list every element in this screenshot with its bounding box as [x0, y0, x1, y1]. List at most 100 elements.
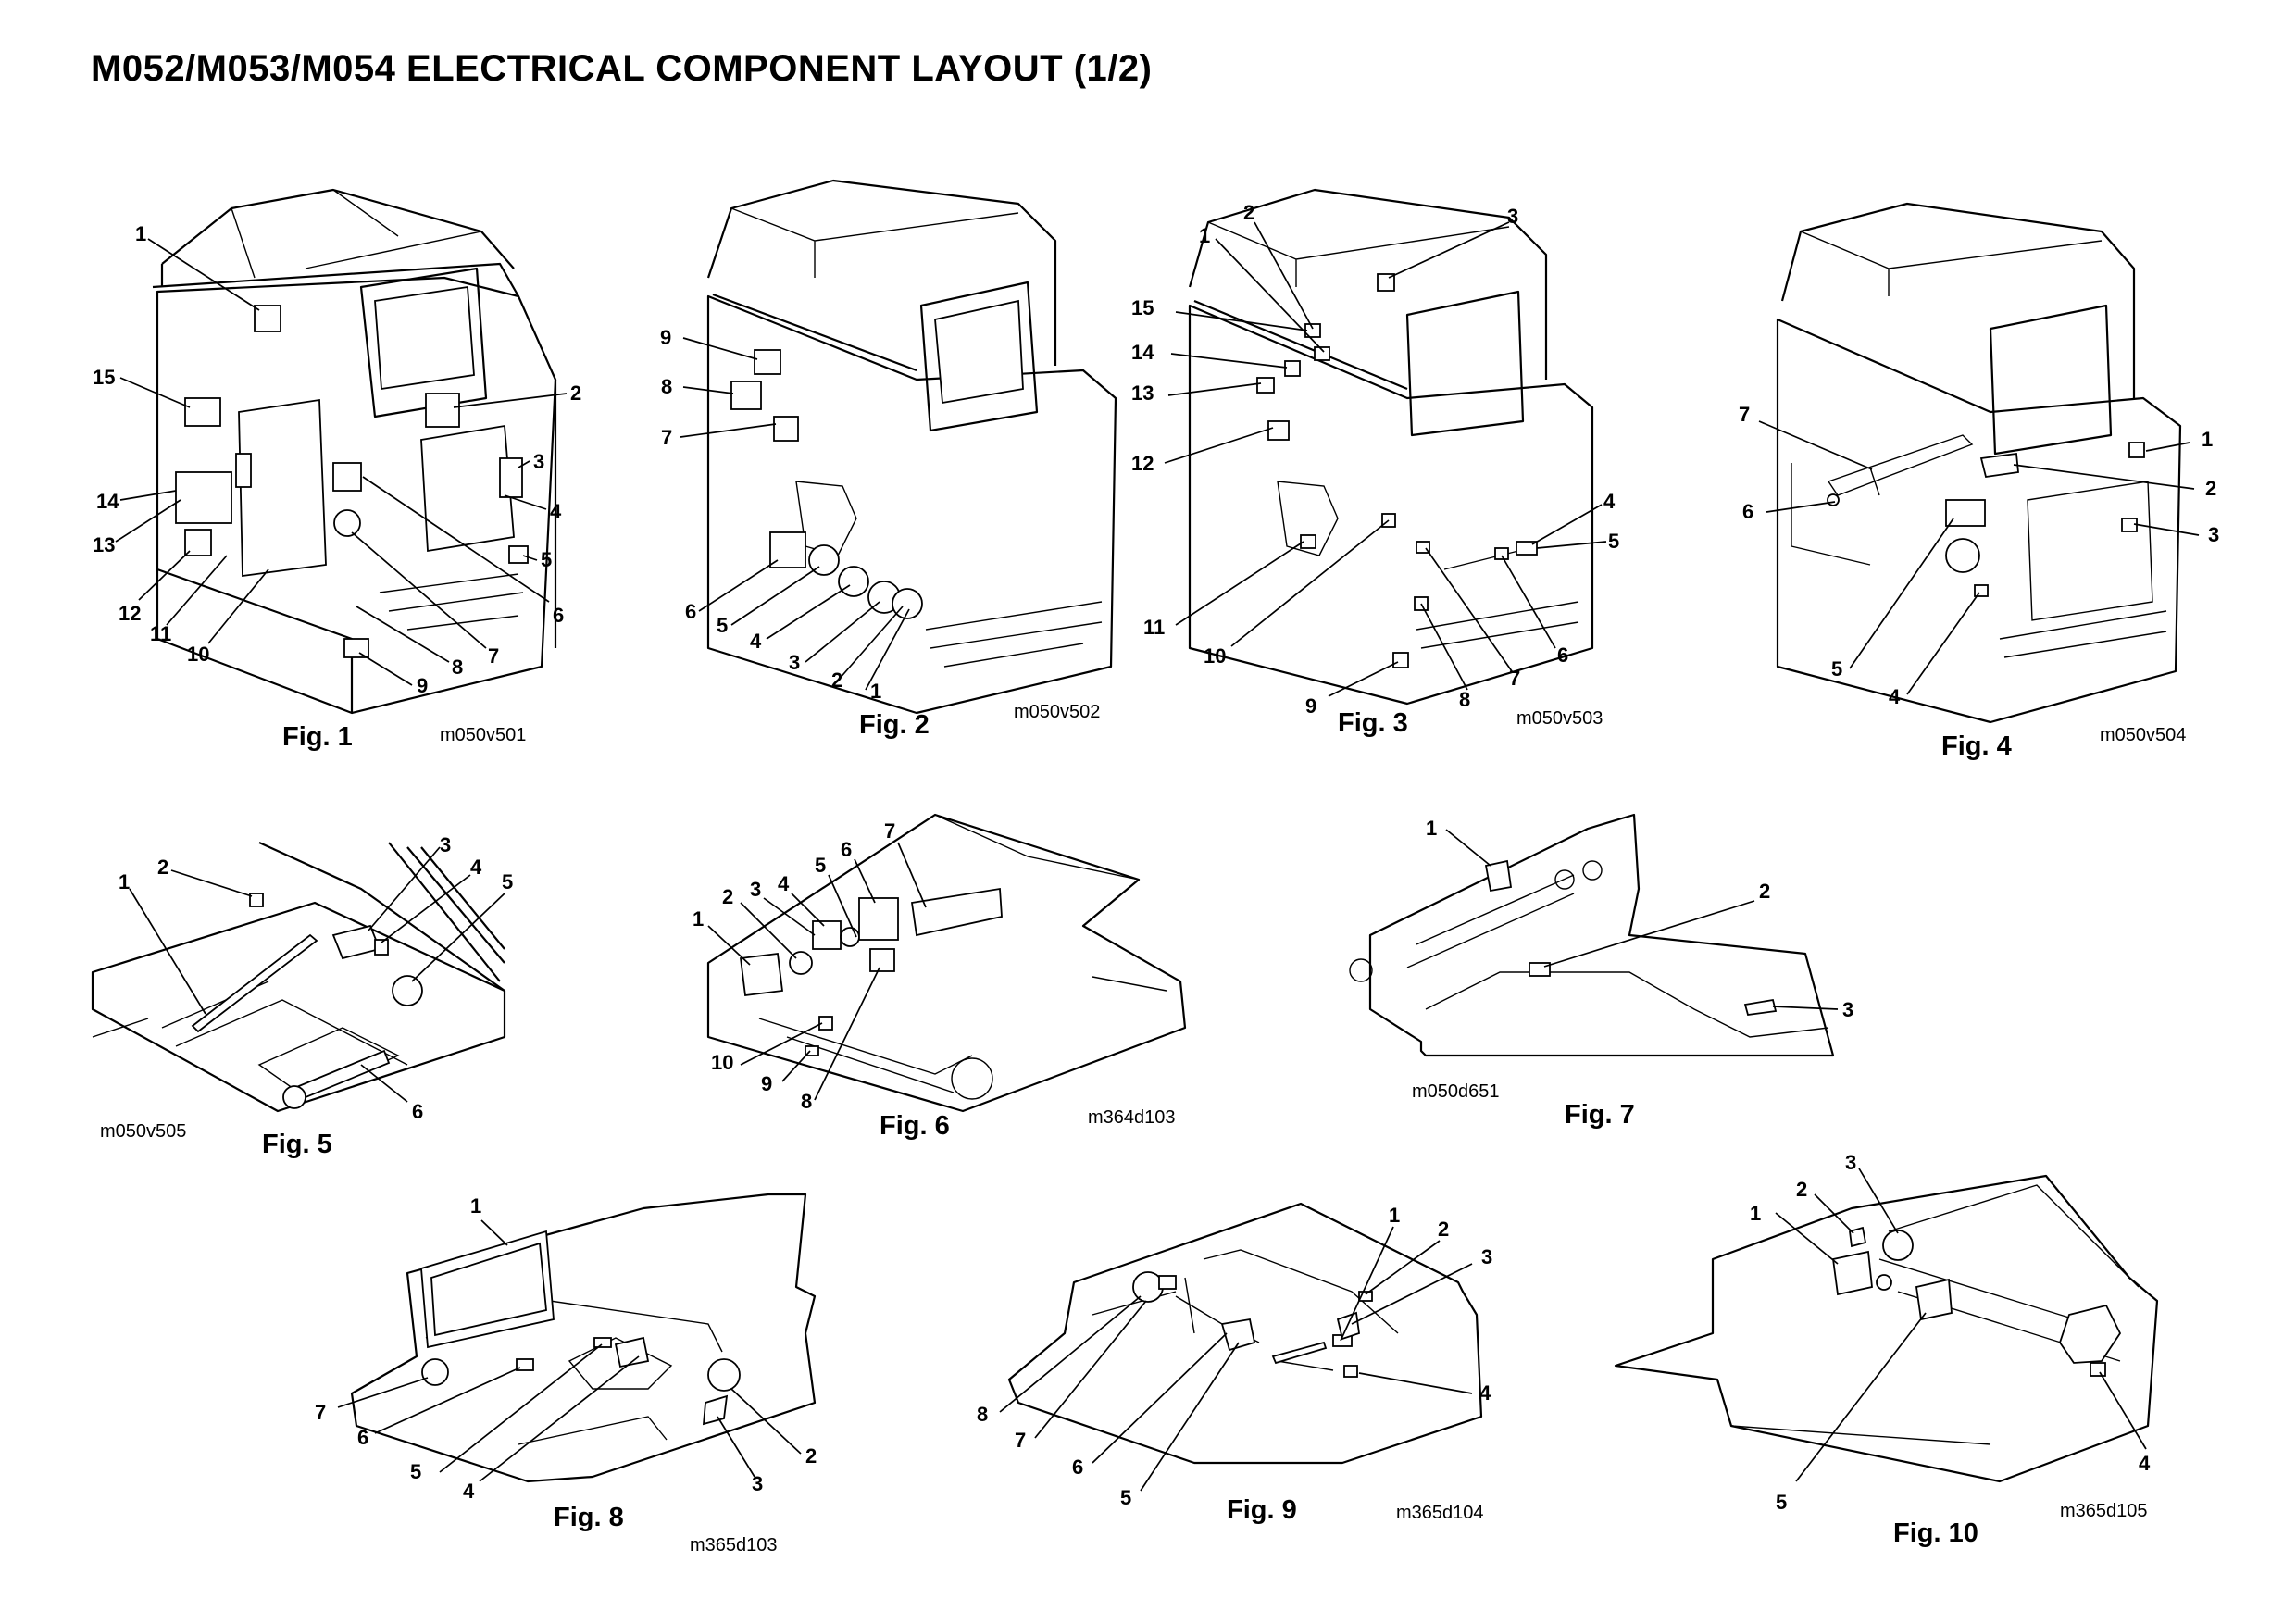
fig8-callout-3: 3 [752, 1472, 763, 1495]
fig7-callout-1: 1 [1426, 817, 1437, 840]
fig10: 1 2 3 4 5 Fig. 10 m365d105 [1614, 1151, 2159, 1548]
fig10-callout-5: 5 [1776, 1491, 1787, 1514]
fig2-callout-2: 2 [831, 668, 842, 692]
fig5: 1 2 3 4 5 6 Fig. 5 m050v505 [91, 833, 513, 1159]
fig3-callout-2: 2 [1243, 201, 1254, 224]
fig1-callout-14: 14 [96, 490, 119, 513]
fig9-callout-2: 2 [1438, 1218, 1449, 1241]
fig4-machine-outline [1776, 202, 2182, 724]
fig1-code: m050v501 [440, 725, 526, 745]
fig3-callout-10: 10 [1204, 644, 1226, 668]
fig1-machine-outline [152, 188, 557, 715]
fig2-components [730, 349, 923, 619]
fig6-callout-6: 6 [841, 838, 852, 861]
fig4-callout-3: 3 [2208, 523, 2219, 546]
fig3-caption: Fig. 3 [1338, 708, 1408, 738]
fig1-callout-3: 3 [533, 450, 544, 473]
fig8-callout-4: 4 [463, 1480, 475, 1503]
fig1-callout-5: 5 [541, 548, 552, 571]
fig10-code: m365d105 [2060, 1501, 2148, 1521]
fig6-callout-4: 4 [778, 872, 790, 895]
fig8-caption: Fig. 8 [554, 1503, 624, 1532]
fig5-caption: Fig. 5 [262, 1130, 332, 1159]
fig5-callout-6: 6 [412, 1100, 423, 1123]
fig6-callout-9: 9 [761, 1072, 772, 1095]
fig1-callout-15: 15 [93, 366, 115, 389]
fig2-leaders [680, 337, 910, 691]
fig4-components [1827, 442, 2145, 597]
fig8-callout-6: 6 [357, 1426, 368, 1449]
fig3-callout-11: 11 [1143, 616, 1165, 639]
fig5-callout-4: 4 [470, 856, 482, 879]
fig9-callouts: 1 2 3 4 5 6 7 8 [977, 1204, 1492, 1509]
fig6-callout-7: 7 [884, 819, 895, 843]
fig3-components [1256, 273, 1538, 668]
fig3-callouts: 1 2 3 4 5 6 7 8 9 10 11 12 13 14 15 [1131, 201, 1619, 718]
fig8: 1 2 3 4 5 6 7 Fig. 8 m365d103 [315, 1193, 817, 1555]
fig3-callout-6: 6 [1557, 643, 1568, 667]
fig8-callout-1: 1 [470, 1194, 481, 1218]
fig8-callouts: 1 2 3 4 5 6 7 [315, 1194, 817, 1503]
fig5-leaders [129, 846, 505, 1103]
fig3-code: m050v503 [1516, 708, 1603, 729]
fig9-callout-1: 1 [1389, 1204, 1400, 1227]
fig3-callout-15: 15 [1131, 296, 1154, 319]
fig1-callout-10: 10 [187, 643, 209, 666]
fig1-callout-11: 11 [150, 622, 171, 645]
fig3-callout-13: 13 [1131, 381, 1154, 405]
fig1-callout-8: 8 [452, 656, 463, 679]
fig2-callout-9: 9 [660, 326, 671, 349]
fig2-callout-4: 4 [750, 630, 762, 653]
fig4-callout-4: 4 [1889, 685, 1901, 708]
fig2-callout-3: 3 [789, 651, 800, 674]
fig9: 1 2 3 4 5 6 7 8 Fig. 9 m365d104 [977, 1202, 1492, 1525]
fig3-callout-14: 14 [1131, 341, 1154, 364]
fig5-callout-5: 5 [502, 870, 513, 893]
fig1-callout-7: 7 [488, 644, 499, 668]
fig4-callout-1: 1 [2202, 428, 2213, 451]
fig2-machine-outline [706, 179, 1117, 715]
fig10-components [1831, 1226, 2122, 1377]
fig9-callout-6: 6 [1072, 1455, 1083, 1479]
fig6-leaders [707, 842, 927, 1101]
fig4-callout-7: 7 [1739, 403, 1750, 426]
fig1-callout-12: 12 [119, 602, 141, 625]
fig8-leaders [337, 1219, 802, 1482]
fig10-callout-4: 4 [2139, 1452, 2151, 1475]
fig6-components [739, 887, 1003, 1056]
fig3-callout-8: 8 [1459, 688, 1470, 711]
fig5-callout-2: 2 [157, 856, 168, 879]
fig1-components [175, 305, 529, 658]
fig5-callouts: 1 2 3 4 5 6 [119, 833, 513, 1123]
fig9-callout-7: 7 [1015, 1429, 1026, 1452]
fig8-callout-2: 2 [805, 1444, 817, 1468]
fig2-caption: Fig. 2 [859, 710, 930, 740]
fig1-callout-1: 1 [135, 222, 146, 245]
fig2: 1 2 3 4 5 6 7 8 9 Fig. 2 m050v502 [660, 179, 1117, 740]
fig9-callout-5: 5 [1120, 1486, 1131, 1509]
fig1-callout-13: 13 [93, 533, 115, 556]
fig9-callout-4: 4 [1479, 1381, 1491, 1405]
fig10-leaders [1775, 1168, 2147, 1482]
fig6-outline [706, 813, 1187, 1113]
fig7-code: m050d651 [1412, 1081, 1500, 1102]
fig2-callout-7: 7 [661, 426, 672, 449]
fig6-code: m364d103 [1088, 1107, 1176, 1128]
fig2-callout-6: 6 [685, 600, 696, 623]
fig4-callout-6: 6 [1742, 500, 1753, 523]
fig4-leaders [1758, 420, 2200, 695]
fig1-callout-2: 2 [570, 381, 581, 405]
fig7: 1 2 3 Fig. 7 m050d651 [1349, 813, 1853, 1130]
fig1-callouts: 1 2 3 4 5 6 7 8 9 10 11 12 13 14 15 [93, 222, 581, 697]
fig9-components [1132, 1271, 1373, 1378]
fig3-callout-4: 4 [1603, 490, 1616, 513]
fig1-caption: Fig. 1 [282, 722, 353, 752]
fig5-outline [91, 841, 506, 1113]
fig6-callout-10: 10 [711, 1051, 733, 1074]
page-title: M052/M053/M054 ELECTRICAL COMPONENT LAYO… [91, 48, 1153, 89]
fig8-code: m365d103 [690, 1535, 778, 1555]
fig6-callout-3: 3 [750, 878, 761, 901]
fig5-callout-3: 3 [440, 833, 451, 856]
fig7-callout-2: 2 [1759, 880, 1770, 903]
